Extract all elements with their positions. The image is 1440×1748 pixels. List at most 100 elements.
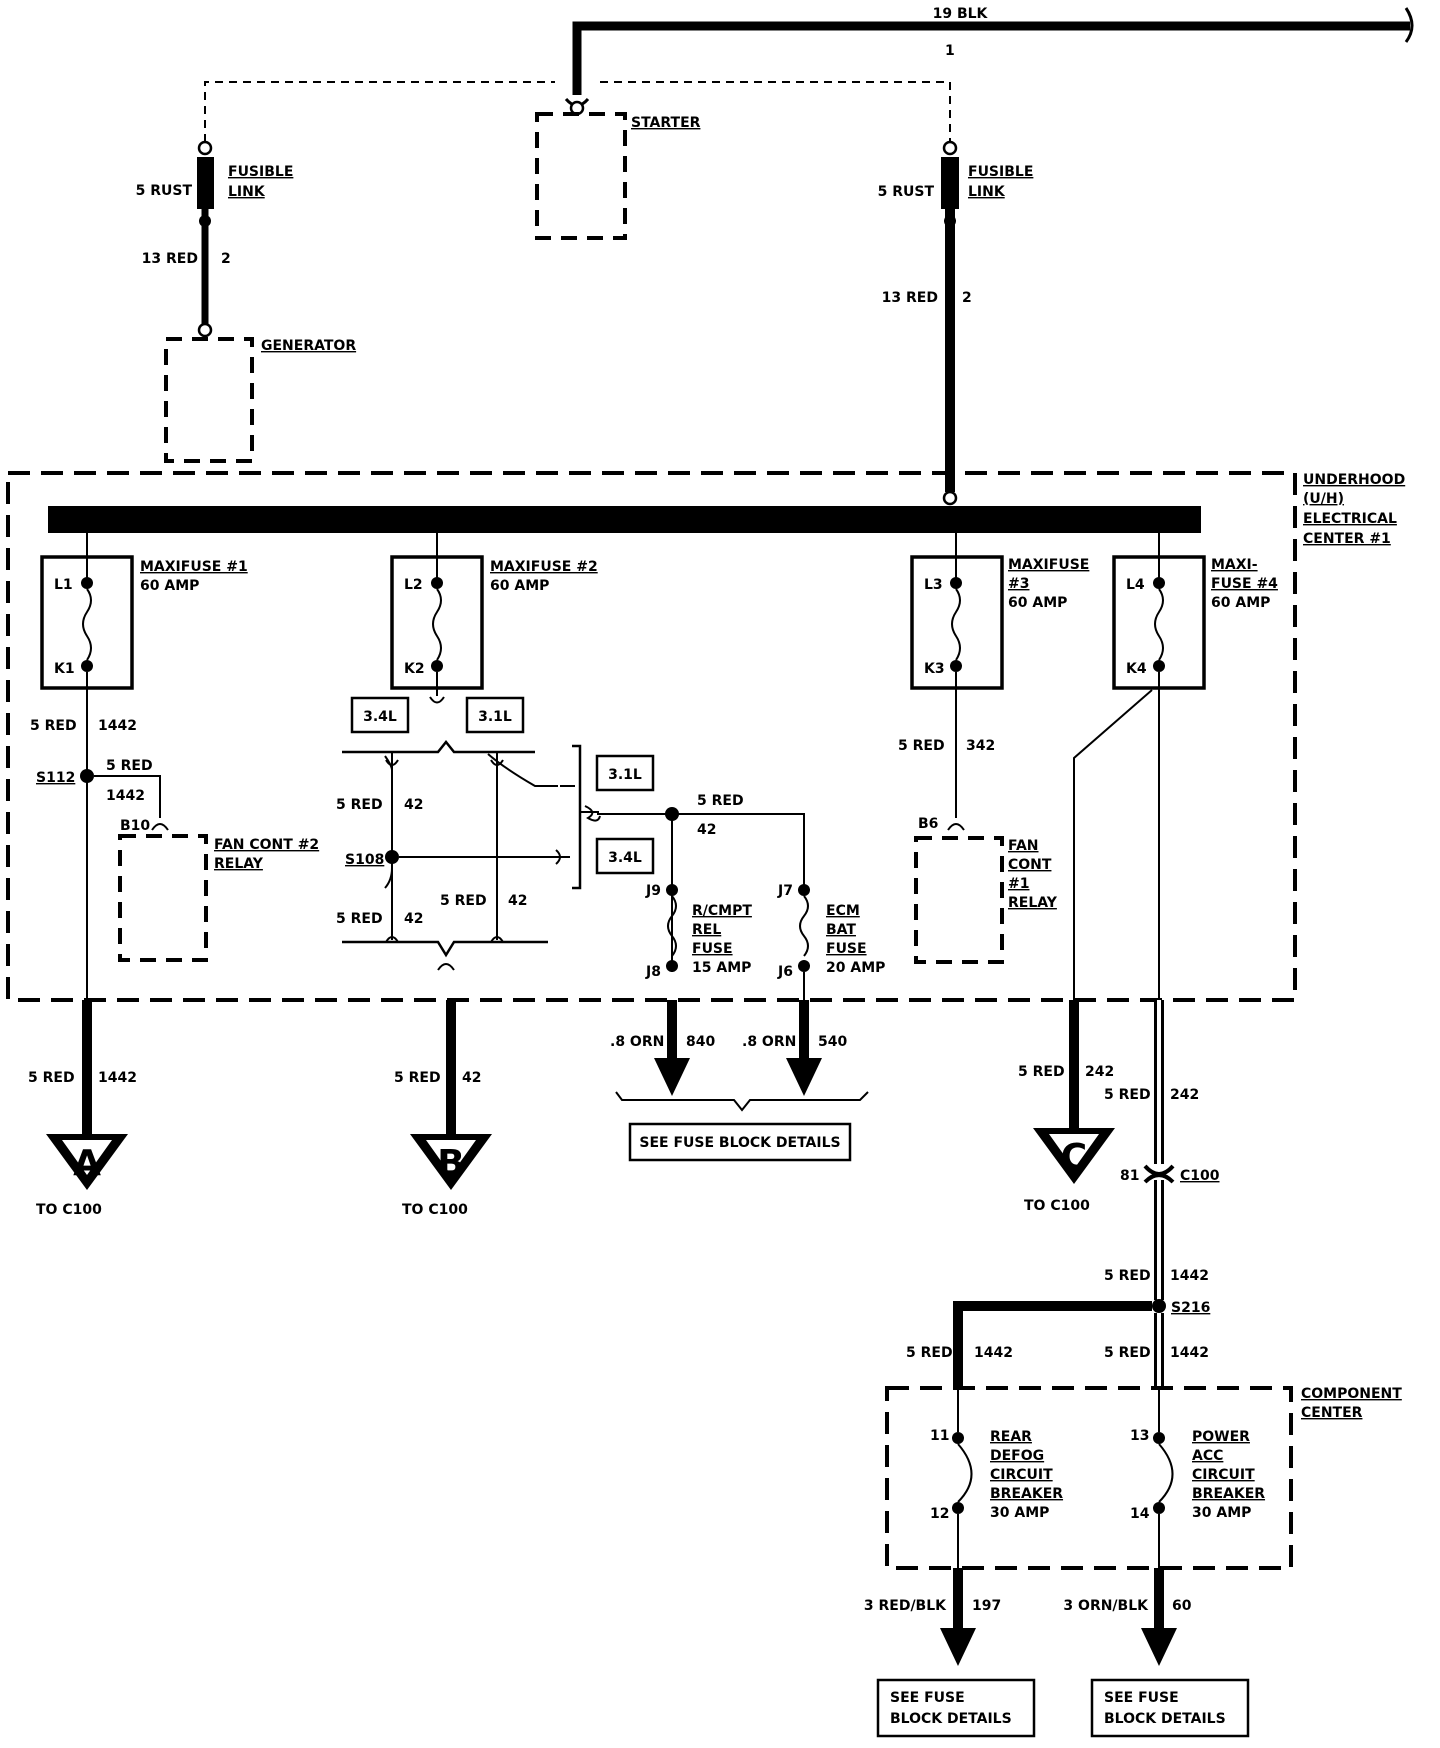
c100-label: C100: [1180, 1168, 1220, 1184]
generator-label: GENERATOR: [261, 338, 356, 354]
pin-k2: K2: [404, 661, 425, 677]
j-fuses: 5 RED 42 J9 J8 R/CMPT REL FUSE 15 AMP J7…: [645, 793, 885, 1000]
s112-branch-size: 5 RED: [106, 758, 153, 774]
tag-3.4l-top: 3.4L: [363, 709, 397, 725]
fan-cont1-label-3: #1: [1008, 876, 1029, 892]
fan-cont2-label-1: FAN CONT #2: [214, 837, 319, 853]
ecm-label-4: 20 AMP: [826, 960, 885, 976]
fan-cont1-label-1: FAN: [1008, 838, 1039, 854]
out-b-circuit: 42: [462, 1070, 481, 1086]
pin-k4: K4: [1126, 661, 1147, 677]
to-c100-c: TO C100: [1024, 1198, 1090, 1214]
pin-k1: K1: [54, 661, 75, 677]
cb-left-label-3: CIRCUIT: [990, 1467, 1053, 1483]
connector-a-letter: A: [73, 1143, 101, 1184]
cb-left-label-2: DEFOG: [990, 1448, 1044, 1464]
uh-feed-circuit: 2: [962, 290, 972, 306]
battery-wire-size: 19 BLK: [933, 6, 989, 22]
s216-right-circuit: 1442: [1170, 1345, 1209, 1361]
pin-l1: L1: [54, 577, 73, 593]
cb-right-label-5: 30 AMP: [1192, 1505, 1251, 1521]
maxifuse-1: L1 K1 MAXIFUSE #1 60 AMP: [40, 533, 248, 690]
pin-14: 14: [1130, 1506, 1150, 1522]
pin-l4: L4: [1126, 577, 1145, 593]
bus-bar: [48, 506, 1201, 533]
splice-s112: S112: [36, 770, 75, 786]
out-j8-circuit: 840: [686, 1034, 715, 1050]
fan-cont1-label-2: CONT: [1008, 857, 1052, 873]
fan-cont1-label-4: RELAY: [1008, 895, 1058, 911]
pin-k3: K3: [924, 661, 945, 677]
starter: STARTER: [204, 81, 951, 240]
see-fuse-right-2: BLOCK DETAILS: [1104, 1711, 1226, 1727]
rcmpt-label-3: FUSE: [692, 941, 733, 957]
battery-circuit-number: 1: [945, 43, 955, 59]
mf1-label-2: 60 AMP: [140, 578, 199, 594]
out-mf4-size: 5 RED: [1104, 1087, 1151, 1103]
connector-c-letter: C: [1061, 1137, 1087, 1178]
cb-right-label-4: BREAKER: [1192, 1486, 1265, 1502]
see-fuse-block-center: SEE FUSE BLOCK DETAILS: [639, 1135, 840, 1151]
mf3-out-circuit: 342: [966, 738, 995, 754]
s112-branch-circuit: 1442: [106, 788, 145, 804]
s108-top-circuit: 42: [404, 797, 423, 813]
generator: GENERATOR: [164, 337, 356, 463]
see-fuse-left-2: BLOCK DETAILS: [890, 1711, 1012, 1727]
rcmpt-label-1: R/CMPT: [692, 903, 752, 919]
out-j6-size: .8 ORN: [742, 1034, 796, 1050]
uh-feed-size: 13 RED: [882, 290, 938, 306]
mf4-label-2: FUSE #4: [1211, 576, 1278, 592]
mf3-out-size: 5 RED: [898, 738, 945, 754]
cc-label-2: CENTER: [1301, 1405, 1363, 1421]
cb-right-label-2: ACC: [1192, 1448, 1223, 1464]
out-mf4-circuit: 242: [1170, 1087, 1199, 1103]
s216-left-size: 5 RED: [906, 1345, 953, 1361]
starter-label: STARTER: [631, 115, 701, 131]
out-a-size: 5 RED: [28, 1070, 75, 1086]
pin-j6: J6: [777, 964, 793, 980]
connector-b-letter: B: [437, 1143, 464, 1184]
pin-j7: J7: [777, 883, 793, 899]
pin-j8: J8: [645, 964, 661, 980]
fusible-link-left: 5 RUST FUSIBLE LINK 13 RED 2: [136, 140, 293, 338]
pin-b10: B10: [120, 818, 150, 834]
cb-left-label-5: 30 AMP: [990, 1505, 1049, 1521]
maxifuse-2: L2 K2 MAXIFUSE #2 60 AMP: [390, 533, 598, 690]
connector-a: A 5 RED 1442 TO C100: [28, 1000, 137, 1218]
engine-option-circuit: 3.4L 3.1L 5 RED 42 5 RED 42 S108 5 RED 4…: [336, 672, 672, 971]
s108-bot-size: 5 RED: [336, 911, 383, 927]
splice-s108: S108: [345, 852, 384, 868]
fusible-link-right: 5 RUST FUSIBLE LINK 13 RED 2: [878, 140, 1033, 506]
ecm-label-3: FUSE: [826, 941, 867, 957]
ecm-label-2: BAT: [826, 922, 856, 938]
cb-left-out-circuit: 197: [972, 1598, 1001, 1614]
cb-right-label-3: CIRCUIT: [1192, 1467, 1255, 1483]
pin-l3: L3: [924, 577, 943, 593]
s216-left-circuit: 1442: [974, 1345, 1013, 1361]
s108-mid-size: 5 RED: [440, 893, 487, 909]
fuse-block-outputs: .8 ORN 840 .8 ORN 540 SEE FUSE BLOCK DET…: [610, 1000, 869, 1162]
underhood-electrical-center: UNDERHOOD (U/H) ELECTRICAL CENTER #1: [6, 471, 1405, 1002]
cb-right-out-size: 3 ORN/BLK: [1063, 1598, 1149, 1614]
splice-s216: S216: [1171, 1300, 1210, 1316]
c100-inline: 5 RED 242 81 C100 5 RED 1442: [1104, 1000, 1220, 1300]
cb-left-label-1: REAR: [990, 1429, 1032, 1445]
c100-out-size: 5 RED: [1104, 1268, 1151, 1284]
out-c-circuit: 242: [1085, 1064, 1114, 1080]
mf1-label-1: MAXIFUSE #1: [140, 559, 248, 575]
cc-label-1: COMPONENT: [1301, 1386, 1402, 1402]
mf3-label-1: MAXIFUSE: [1008, 557, 1089, 573]
mf3-label-3: 60 AMP: [1008, 595, 1067, 611]
s108-top-size: 5 RED: [336, 797, 383, 813]
mf1-out-size: 5 RED: [30, 718, 77, 734]
maxifuse-3: L3 K3 MAXIFUSE #3 60 AMP 5 RED 342 B6 FA…: [898, 533, 1089, 964]
tag-3.1l-right: 3.1L: [608, 767, 642, 783]
out-j6-circuit: 540: [818, 1034, 847, 1050]
mf2-label-1: MAXIFUSE #2: [490, 559, 598, 575]
out-b-size: 5 RED: [394, 1070, 441, 1086]
cb-outputs: 3 RED/BLK 197 3 ORN/BLK 60 SEE FUSE BLOC…: [864, 1568, 1250, 1738]
tag-3.1l-top: 3.1L: [478, 709, 512, 725]
cb-right-label-1: POWER: [1192, 1429, 1250, 1445]
gen-wire-size: 13 RED: [142, 251, 198, 267]
